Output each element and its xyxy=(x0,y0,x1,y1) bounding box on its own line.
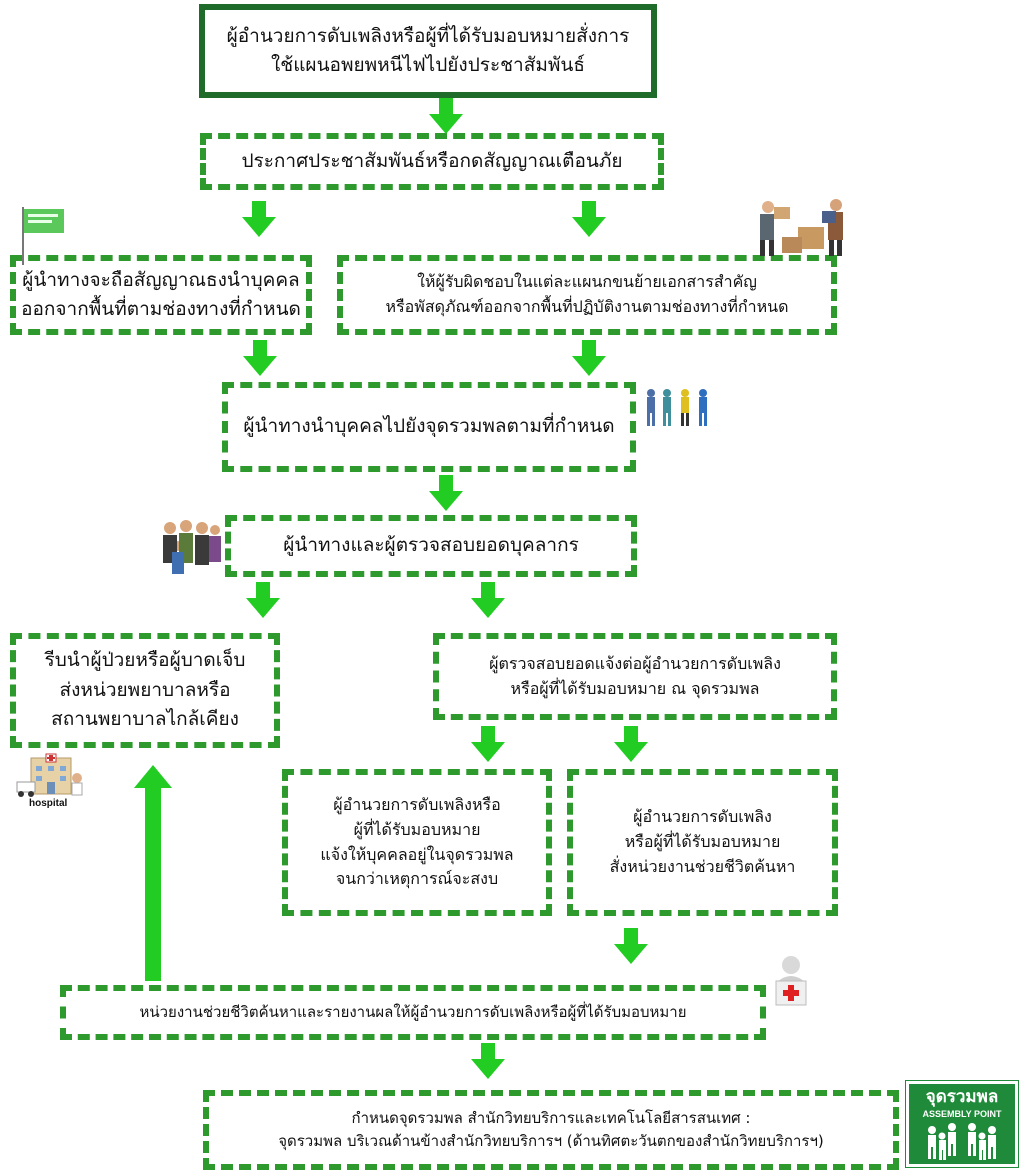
node-text: จนกว่าเหตุการณ์จะสงบ xyxy=(335,869,499,889)
people-group-icon xyxy=(928,1123,996,1160)
arrow-down xyxy=(429,475,463,511)
node-stay-at-assembly: ผู้อำนวยการดับเพลิงหรือ ผู้ที่ได้รับมอบห… xyxy=(282,769,552,916)
node-lead-to-assembly: ผู้นำทางนำบุคคลไปยังจุดรวมพลตามที่กำหนด xyxy=(222,382,636,472)
sign-title: จุดรวมพล xyxy=(925,1087,999,1107)
node-move-documents: ให้ผู้รับผิดชอบในแต่ละแผนกขนย้ายเอกสารสำ… xyxy=(337,255,837,335)
node-text: ผู้อำนวยการดับเพลิงหรือผู้ที่ได้รับมอบหม… xyxy=(226,24,630,47)
arrow-down xyxy=(471,1043,505,1079)
node-announce-alarm: ประกาศประชาสัมพันธ์หรือกดสัญญาณเตือนภัย xyxy=(200,133,664,190)
node-report-count: ผู้ตรวจสอบยอดแจ้งต่อผู้อำนวยการดับเพลิง … xyxy=(433,633,837,720)
arrow-down xyxy=(572,201,606,237)
node-text: ผู้อำนวยการดับเพลิงหรือ xyxy=(333,794,501,814)
node-text: ผู้นำทางและผู้ตรวจสอบยอดบุคลากร xyxy=(283,534,579,557)
node-text: หน่วยงานช่วยชีวิตค้นหาและรายงานผลให้ผู้อ… xyxy=(139,1002,687,1021)
sign-subtitle: ASSEMBLY POINT xyxy=(922,1109,1002,1119)
node-text: ผู้นำทางจะถือสัญญาณธงนำบุคคล xyxy=(22,268,300,291)
node-text: ให้ผู้รับผิดชอบในแต่ละแผนกขนย้ายเอกสารสำ… xyxy=(417,272,757,292)
node-order-rescue: ผู้อำนวยการดับเพลิง หรือผู้ที่ได้รับมอบห… xyxy=(567,769,838,916)
node-text: ผู้นำทางนำบุคคลไปยังจุดรวมพลตามที่กำหนด xyxy=(243,415,615,438)
walking-people-icon xyxy=(647,389,707,426)
node-text: ผู้ที่ได้รับมอบหมาย xyxy=(353,819,481,839)
node-rescue-report: หน่วยงานช่วยชีวิตค้นหาและรายงานผลให้ผู้อ… xyxy=(60,985,766,1040)
node-text: ผู้ตรวจสอบยอดแจ้งต่อผู้อำนวยการดับเพลิง xyxy=(489,653,781,673)
workers-moving-boxes-icon xyxy=(760,199,843,256)
node-text: หรือผู้ที่ได้รับมอบหมาย ณ จุดรวมพล xyxy=(510,678,760,698)
node-text: ออกจากพื้นที่ตามช่องทางที่กำหนด xyxy=(21,298,301,320)
arrow-down xyxy=(246,582,280,618)
arrow-down xyxy=(243,340,277,376)
arrow-down xyxy=(471,582,505,618)
hospital-icon: hospital xyxy=(15,752,87,812)
node-assembly-location: กำหนดจุดรวมพล สำนักวิทยบริการและเทคโนโลย… xyxy=(203,1090,899,1170)
node-send-injured: รีบนำผู้ป่วยหรือผู้บาดเจ็บ ส่งหน่วยพยาบา… xyxy=(10,633,280,748)
node-text: ประกาศประชาสัมพันธ์หรือกดสัญญาณเตือนภัย xyxy=(241,149,623,172)
assembly-point-sign: จุดรวมพล ASSEMBLY POINT xyxy=(905,1080,1019,1168)
arrow-down xyxy=(429,98,463,134)
staff-group-icon xyxy=(163,520,221,574)
arrow-down xyxy=(572,340,606,376)
flag-icon xyxy=(22,207,64,265)
arrow-down xyxy=(614,928,648,964)
node-text: รีบนำผู้ป่วยหรือผู้บาดเจ็บ xyxy=(44,649,246,672)
node-text: กำหนดจุดรวมพล สำนักวิทยบริการและเทคโนโลย… xyxy=(351,1108,751,1127)
node-text: หรือผู้ที่ได้รับมอบหมาย xyxy=(624,832,781,852)
node-text: หรือพัสดุภัณฑ์ออกจากพื้นที่ปฏิบัติงานตาม… xyxy=(385,297,789,316)
arrow-down xyxy=(614,726,648,762)
arrow-up xyxy=(134,765,172,981)
node-evacuation-command: ผู้อำนวยการดับเพลิงหรือผู้ที่ได้รับมอบหม… xyxy=(199,4,657,98)
node-text: แจ้งให้บุคคลอยู่ในจุดรวมพล xyxy=(320,844,514,864)
node-text: ใช้แผนอพยพหนีไฟไปยังประชาสัมพันธ์ xyxy=(271,54,585,76)
node-headcount: ผู้นำทางและผู้ตรวจสอบยอดบุคลากร xyxy=(225,515,637,577)
first-aid-icon xyxy=(775,956,807,1006)
hospital-label: hospital xyxy=(29,798,68,809)
node-text: สถานพยาบาลไกล้เคียง xyxy=(51,708,239,731)
node-text: ผู้อำนวยการดับเพลิง xyxy=(633,807,772,827)
node-guide-flag: ผู้นำทางจะถือสัญญาณธงนำบุคคล ออกจากพื้นท… xyxy=(10,255,312,335)
node-text: ส่งหน่วยพยาบาลหรือ xyxy=(59,678,231,701)
node-text: จุดรวมพล บริเวณด้านข้างสำนักวิทยบริการฯ … xyxy=(278,1132,824,1150)
node-text: สั่งหน่วยงานช่วยชีวิตค้นหา xyxy=(609,856,796,876)
arrow-down xyxy=(242,201,276,237)
arrow-down xyxy=(471,726,505,762)
